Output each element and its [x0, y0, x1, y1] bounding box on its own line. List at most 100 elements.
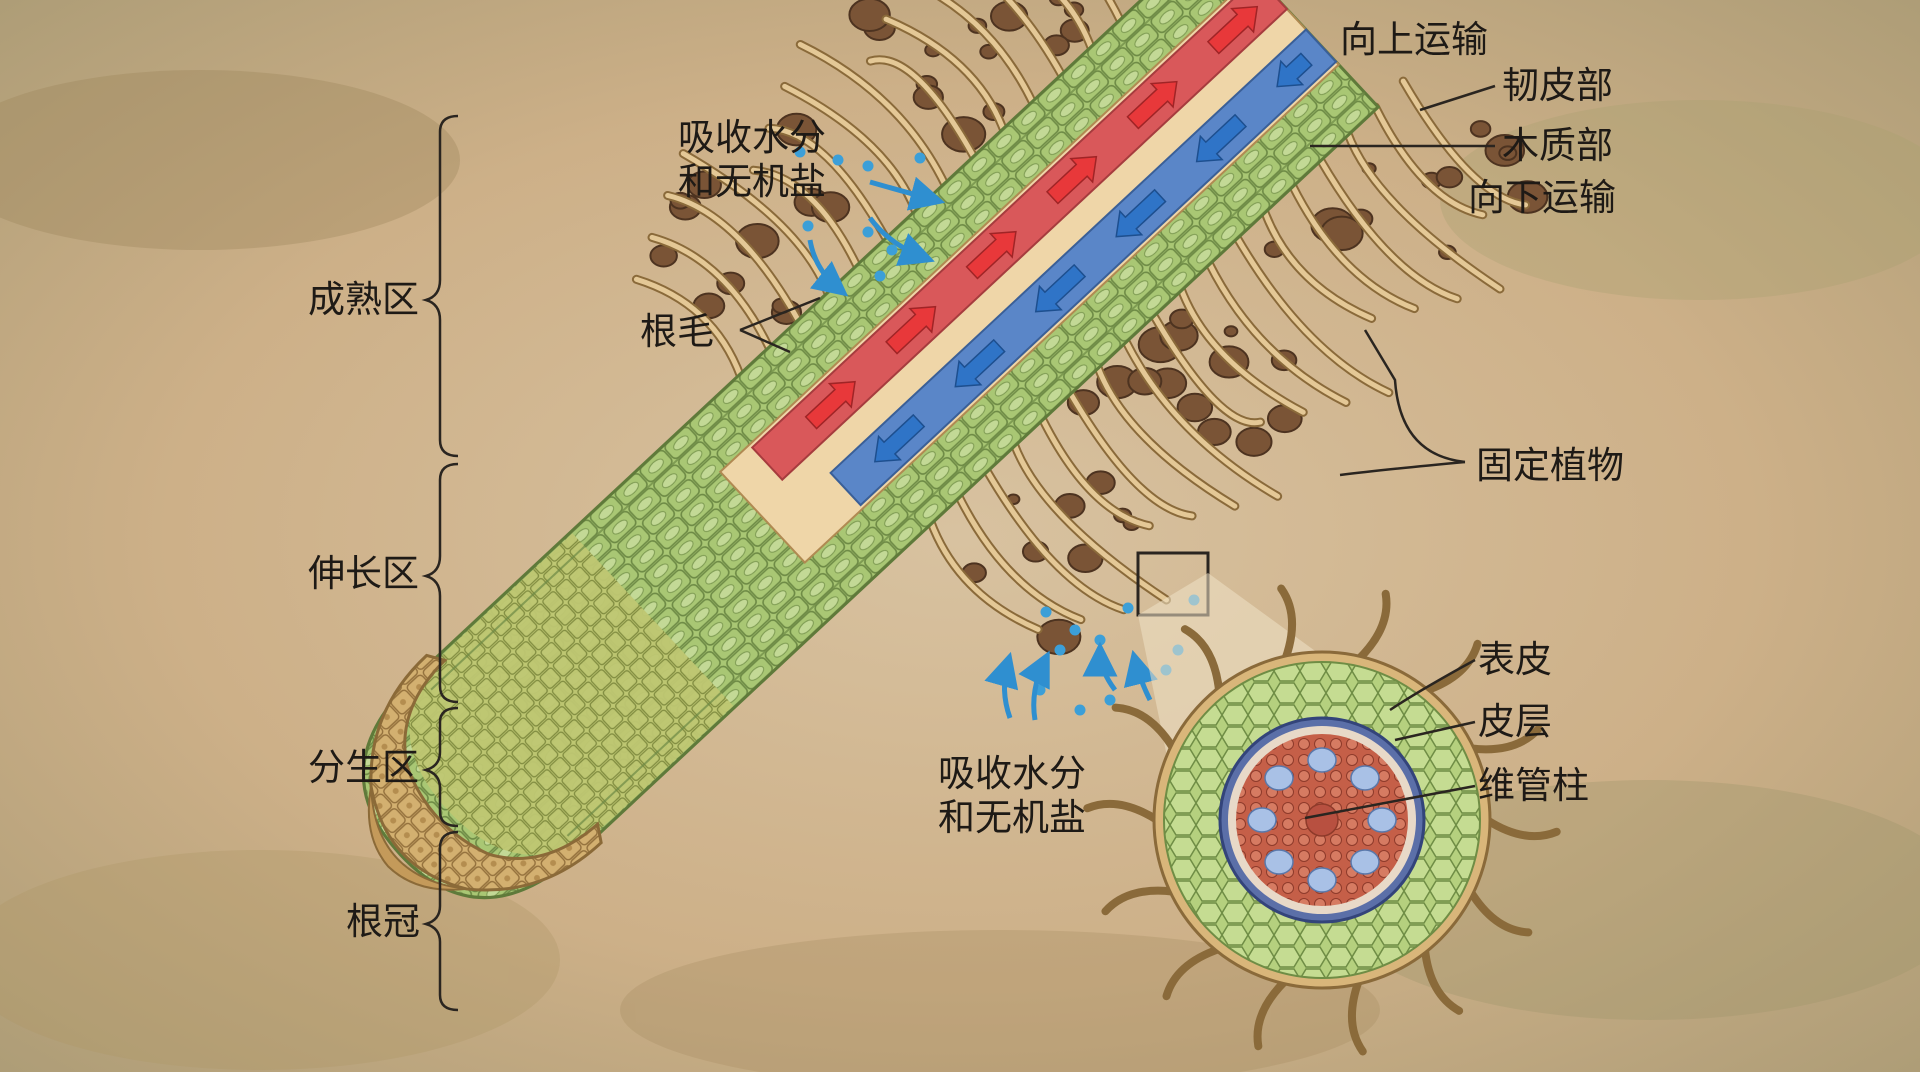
root-hair-inner	[1059, 0, 1095, 52]
water-droplet	[1104, 694, 1116, 706]
label-cortex: 皮层	[1478, 700, 1552, 743]
soil-particle	[1498, 145, 1518, 161]
epidermis-line-bottom	[566, 91, 1366, 837]
water-droplet	[914, 152, 926, 164]
stele-band	[718, 0, 1341, 564]
cross-section-hair	[1180, 625, 1224, 695]
label-transport-up: 向上运输	[1340, 18, 1488, 61]
root-hair-inner	[1345, 130, 1503, 292]
cross-section-hair	[1111, 703, 1178, 753]
root-cap-tip	[367, 786, 467, 891]
root-hair-inner	[940, 0, 1036, 107]
root-hair-inner	[1178, 285, 1306, 415]
background-blotches	[0, 70, 1920, 1072]
label-absorb-bottom-line2: 和无机盐	[938, 796, 1086, 840]
cross-section-hair	[1466, 887, 1533, 937]
label-stele: 维管柱	[1478, 764, 1589, 807]
cross-section-hair	[1354, 589, 1391, 664]
water-droplet	[874, 270, 886, 282]
water-droplet	[832, 154, 844, 166]
root-hair-inner	[867, 57, 978, 161]
zone-label-meristem: 分生区	[308, 746, 419, 789]
cross-section-hair	[1162, 945, 1224, 1001]
water-droplet	[794, 146, 806, 158]
root-hair-inner	[983, 467, 1127, 613]
cross-section-hair	[1277, 584, 1297, 664]
root	[361, 0, 1381, 900]
label-absorb-top-line2: 和无机盐	[678, 160, 826, 204]
label-epidermis: 表皮	[1478, 638, 1552, 681]
water-droplet	[862, 226, 874, 238]
zone-label-elongation: 伸长区	[308, 552, 419, 595]
soil-particle	[1223, 325, 1239, 338]
upward-transport-arrows	[804, 5, 1259, 430]
zone-label-root-cap: 根冠	[346, 900, 420, 943]
water-droplet	[802, 220, 814, 232]
cross-section-hair	[1083, 799, 1161, 824]
cross-section-hair	[1253, 976, 1290, 1051]
root-hair-inner	[1122, 337, 1281, 499]
root-hair-inner	[928, 519, 1041, 632]
root-hair-inner	[797, 41, 948, 188]
cross-section	[1083, 584, 1561, 1056]
label-anchor-plant: 固定植物	[1476, 444, 1624, 487]
zone-label-maturation: 成熟区	[308, 278, 419, 321]
zone-brackets	[421, 114, 459, 1012]
soil-particle	[1435, 165, 1464, 189]
cross-section-hair	[1101, 886, 1178, 916]
root-hair-inner	[956, 493, 1084, 623]
root-hair-inner	[633, 276, 744, 379]
meristem-tissue	[409, 533, 734, 855]
root-hair-inner	[1289, 182, 1417, 312]
water-droplet	[1054, 644, 1066, 656]
root-hair-inner	[1233, 234, 1392, 396]
root-hair-inner	[1317, 156, 1460, 302]
water-droplet	[1074, 704, 1086, 716]
root-hair-inner	[750, 167, 861, 270]
label-absorb-top: 吸收水分 和无机盐	[678, 116, 826, 205]
root-hair-inner	[1067, 389, 1195, 519]
root-hair-inner	[1039, 415, 1152, 529]
epidermis-line-top	[430, 0, 1229, 691]
downward-transport-arrows	[873, 52, 1313, 463]
soil-particle	[1469, 120, 1492, 138]
water-droplet	[1040, 606, 1052, 618]
cross-section-hair	[1483, 816, 1561, 841]
label-xylem: 木质部	[1502, 124, 1613, 167]
soil-particle	[1176, 392, 1214, 423]
label-absorb-bottom: 吸收水分 和无机盐	[938, 752, 1086, 841]
label-root-hair: 根毛	[640, 310, 714, 353]
root-hair-inner	[883, 16, 1007, 134]
soil-particle	[1235, 426, 1273, 457]
label-absorb-bottom-line1: 吸收水分	[938, 752, 1086, 795]
water-droplet	[1069, 624, 1081, 636]
root-hair-inner	[649, 234, 773, 352]
root-hair-inner	[766, 125, 890, 243]
xylem-bundles	[1247, 747, 1397, 893]
water-droplet	[1122, 602, 1134, 614]
water-droplet	[886, 244, 898, 256]
root-hair-inner	[1150, 311, 1263, 426]
root-hair-inner	[1106, 0, 1124, 25]
root-hair-inner	[1400, 78, 1529, 208]
root-hair-inner	[1206, 260, 1349, 405]
absorption-arrows	[807, 176, 1158, 721]
root-hair-inner	[1095, 363, 1238, 509]
cross-section-hair	[1420, 945, 1464, 1015]
cross-section-hair	[1347, 976, 1367, 1056]
water-droplet	[1094, 634, 1106, 646]
label-transport-down: 向下运输	[1468, 176, 1616, 219]
root-hairs	[631, 0, 1531, 634]
label-phloem: 韧皮部	[1502, 64, 1613, 107]
root-hair-inner	[1372, 104, 1486, 218]
root-hair-inner	[1005, 0, 1065, 79]
cross-section-hair	[1466, 724, 1543, 754]
root-hair-inner	[665, 192, 802, 325]
root-hair-inner	[1261, 208, 1375, 321]
water-droplet	[862, 160, 874, 172]
label-absorb-top-line1: 吸收水分	[678, 116, 826, 159]
cross-section-hair	[1420, 639, 1482, 695]
soil-particle	[848, 0, 891, 32]
leader-lines	[739, 84, 1496, 820]
